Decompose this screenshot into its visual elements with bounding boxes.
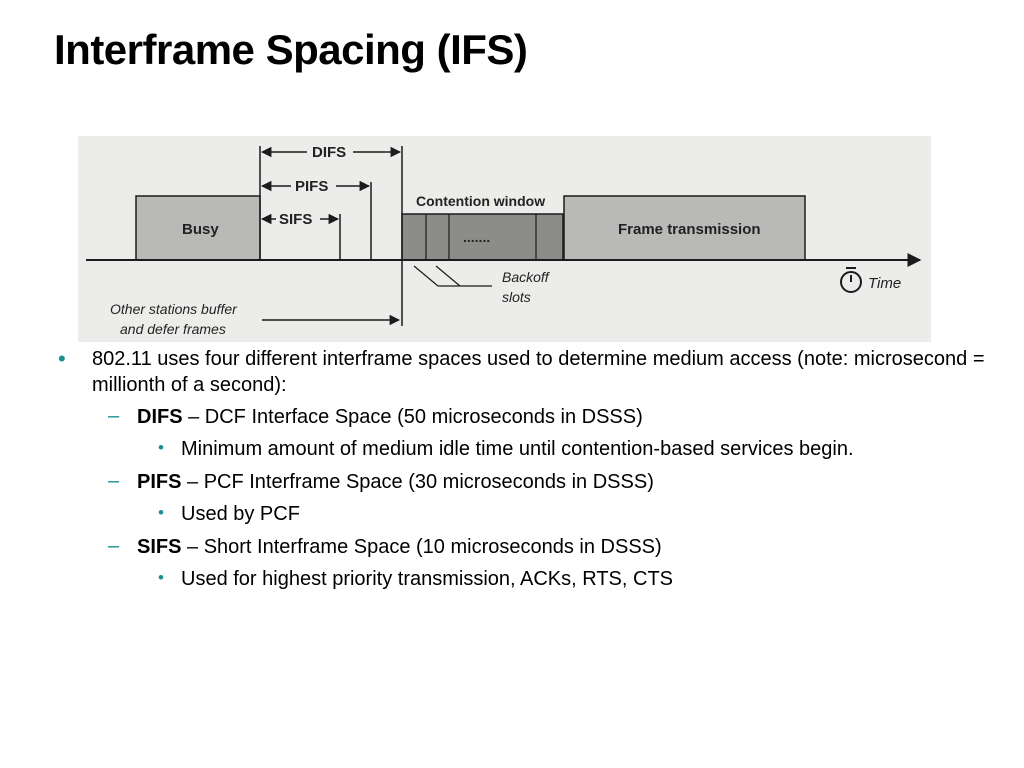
difs-description: – DCF Interface Space (50 microseconds i… [182,406,643,428]
contention-window-slots [401,213,564,261]
other-stations-line2: and defer frames [120,321,226,337]
sifs-detail-text: Used for highest priority transmission, … [181,568,674,590]
time-label: Time [868,275,901,292]
bullet-marker: • [58,346,66,371]
busy-block [135,195,261,261]
backoff-label-line1: Backoff [502,269,551,285]
dash-marker: – [108,470,120,492]
dash-marker: – [108,405,120,427]
bullet-difs-detail: • Minimum amount of medium idle time unt… [58,436,1008,462]
sub-bullet-marker: • [158,503,164,522]
stopwatch-icon [840,267,862,293]
difs-label: DIFS [312,144,346,161]
bullet-pifs: – PIFS – PCF Interframe Space (30 micros… [58,469,1008,495]
backoff-pointer [413,265,492,287]
bullet-difs: – DIFS – DCF Interface Space (50 microse… [58,404,1008,430]
dash-marker: – [108,535,120,557]
dots-label: ....... [463,229,490,245]
bullet-sifs: – SIFS – Short Interframe Space (10 micr… [58,534,1008,560]
contention-window-label: Contention window [416,193,545,209]
backoff-label-line2: slots [502,289,531,305]
other-stations-line1: Other stations buffer [110,301,238,317]
pifs-label: PIFS [295,178,328,195]
bullet-sifs-detail: • Used for highest priority transmission… [58,566,1008,592]
frame-transmission-label: Frame transmission [618,221,761,238]
bullet-ifs-overview: • 802.11 uses four different interframe … [58,346,1008,398]
pifs-description: – PCF Interframe Space (30 microseconds … [181,471,654,493]
sub-bullet-marker: • [158,438,164,457]
difs-term: DIFS [137,406,183,428]
bullet-text: 802.11 uses four different interframe sp… [92,348,985,396]
ifs-diagram-svg: Busy ....... Contention window Frame tra… [86,144,922,337]
sifs-label: SIFS [279,211,312,228]
pifs-detail-text: Used by PCF [181,503,300,525]
page-title: Interframe Spacing (IFS) [54,26,528,73]
difs-detail-text: Minimum amount of medium idle time until… [181,438,854,460]
frame-transmission-block [563,195,806,261]
sub-bullet-marker: • [158,568,164,587]
bullet-list: • 802.11 uses four different interframe … [58,346,1008,599]
sifs-term: SIFS [137,536,182,558]
bullet-pifs-detail: • Used by PCF [58,501,1008,527]
busy-label: Busy [182,221,219,238]
sifs-description: – Short Interframe Space (10 microsecond… [181,536,662,558]
ifs-timing-diagram: Busy ....... Contention window Frame tra… [78,136,931,342]
pifs-term: PIFS [137,471,182,493]
